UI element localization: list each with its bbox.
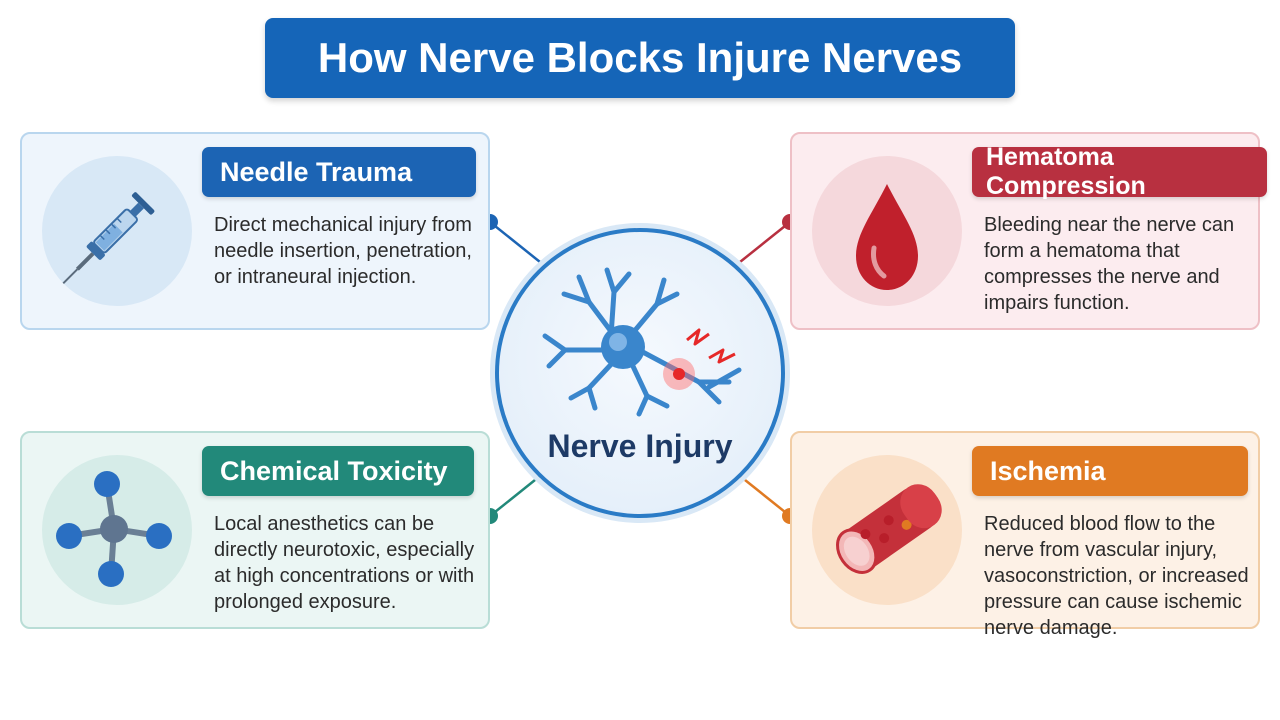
blood-vessel-icon [812,455,962,605]
card-desc-ischemia: Reduced blood flow to the nerve from vas… [984,513,1249,639]
blood-drop-icon [812,156,962,306]
card-desc-chemical-toxicity: Local anesthetics can be directly neurot… [214,513,475,613]
connector-chemical [489,475,541,517]
card-desc-needle-trauma: Direct mechanical injury from needle ins… [214,214,472,288]
center-nerve-injury: Nerve Injury [495,228,785,518]
card-needle-trauma: Needle Trauma Direct mechanical injury f… [20,132,490,330]
card-hematoma-compression: Hematoma Compression Bleeding near the n… [790,132,1267,330]
molecule-icon [42,455,192,605]
card-title-chemical-toxicity: Chemical Toxicity [202,446,474,496]
card-title-ischemia: Ischemia [972,446,1248,496]
card-title-needle-trauma: Needle Trauma [202,147,476,197]
center-label: Nerve Injury [547,428,733,464]
card-ischemia: Ischemia Reduced blood flow to the nerve… [790,431,1260,639]
card-title-hematoma-compression: Hematoma Compression [972,143,1267,200]
card-desc-hematoma-compression: Bleeding near the nerve can form a hemat… [984,214,1235,314]
page-title: How Nerve Blocks Injure Nerves [265,18,1015,98]
syringe-icon [42,156,192,306]
neuron-icon [542,267,742,417]
card-chemical-toxicity: Chemical Toxicity Local anesthetics can … [20,431,490,629]
connector-ischemia [739,475,791,517]
